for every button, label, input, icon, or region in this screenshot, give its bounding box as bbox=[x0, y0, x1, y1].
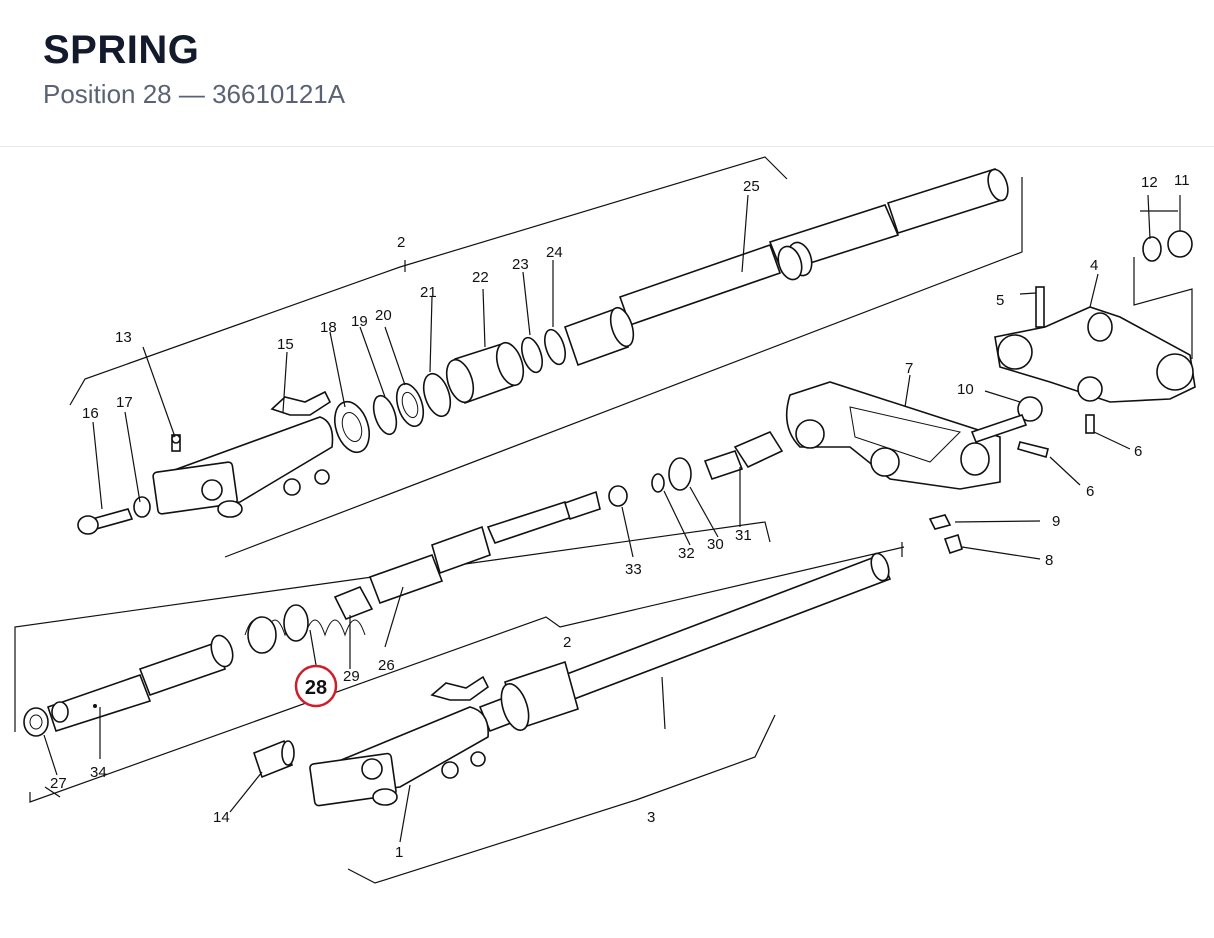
header: SPRING Position 28 — 36610121A bbox=[0, 0, 1214, 147]
callout-13: 13 bbox=[115, 329, 132, 346]
callout-29: 29 bbox=[343, 668, 360, 685]
upper-fork-assembly bbox=[77, 167, 1009, 535]
callout-17: 17 bbox=[116, 394, 133, 411]
callout-1: 1 bbox=[395, 844, 403, 861]
callout-34: 34 bbox=[90, 764, 107, 781]
callout-21: 21 bbox=[420, 284, 437, 301]
callout-7: 7 bbox=[905, 360, 913, 377]
tripod-bracket bbox=[1133, 257, 1193, 359]
callout-12: 12 bbox=[1141, 174, 1158, 191]
callout-5: 5 bbox=[996, 292, 1004, 309]
exploded-diagram: 1 2 2 3 4 5 6 6 7 8 9 10 11 12 13 14 15 … bbox=[0, 147, 1214, 933]
highlight-ring bbox=[294, 664, 338, 708]
callout-6-lower: 6 bbox=[1086, 483, 1094, 500]
callout-22: 22 bbox=[472, 269, 489, 286]
outer-tube-bracket bbox=[347, 542, 903, 884]
leader-lines bbox=[43, 194, 1181, 843]
callout-33: 33 bbox=[625, 561, 642, 578]
callout-27: 27 bbox=[50, 775, 67, 792]
callout-24: 24 bbox=[546, 244, 563, 261]
callout-10: 10 bbox=[957, 381, 974, 398]
callout-4: 4 bbox=[1090, 257, 1098, 274]
callout-19: 19 bbox=[351, 313, 368, 330]
callout-25: 25 bbox=[743, 178, 760, 195]
callout-8: 8 bbox=[1045, 552, 1053, 569]
part-subtitle: Position 28 — 36610121A bbox=[43, 79, 346, 109]
callout-2-lower: 2 bbox=[563, 634, 571, 651]
callout-32: 32 bbox=[678, 545, 695, 562]
callout-3: 3 bbox=[647, 809, 655, 826]
callout-30: 30 bbox=[707, 536, 724, 553]
outer-tube-assembly bbox=[253, 552, 892, 807]
part-title: SPRING bbox=[43, 28, 200, 72]
callout-16: 16 bbox=[82, 405, 99, 422]
damper-assembly bbox=[23, 430, 784, 737]
callout-23: 23 bbox=[512, 256, 529, 273]
lower-triple-clamp bbox=[785, 381, 1001, 490]
callout-9: 9 bbox=[1052, 513, 1060, 530]
callout-18: 18 bbox=[320, 319, 337, 336]
callout-14: 14 bbox=[213, 809, 230, 826]
callouts: 1 2 2 3 4 5 6 6 7 8 9 10 11 12 13 14 15 … bbox=[50, 172, 1190, 861]
callout-26: 26 bbox=[378, 657, 395, 674]
callout-6-upper: 6 bbox=[1134, 443, 1142, 460]
upper-triple-clamp bbox=[93, 230, 1196, 708]
callout-2-upper: 2 bbox=[397, 234, 405, 251]
callout-15: 15 bbox=[277, 336, 294, 353]
highlight-label: 28 bbox=[305, 677, 327, 699]
upper-fork-bracket bbox=[69, 156, 1023, 558]
highlight-marker-28[interactable]: 28 bbox=[294, 664, 338, 708]
callout-20: 20 bbox=[375, 307, 392, 324]
callout-11: 11 bbox=[1174, 172, 1190, 189]
callout-31: 31 bbox=[735, 527, 752, 544]
